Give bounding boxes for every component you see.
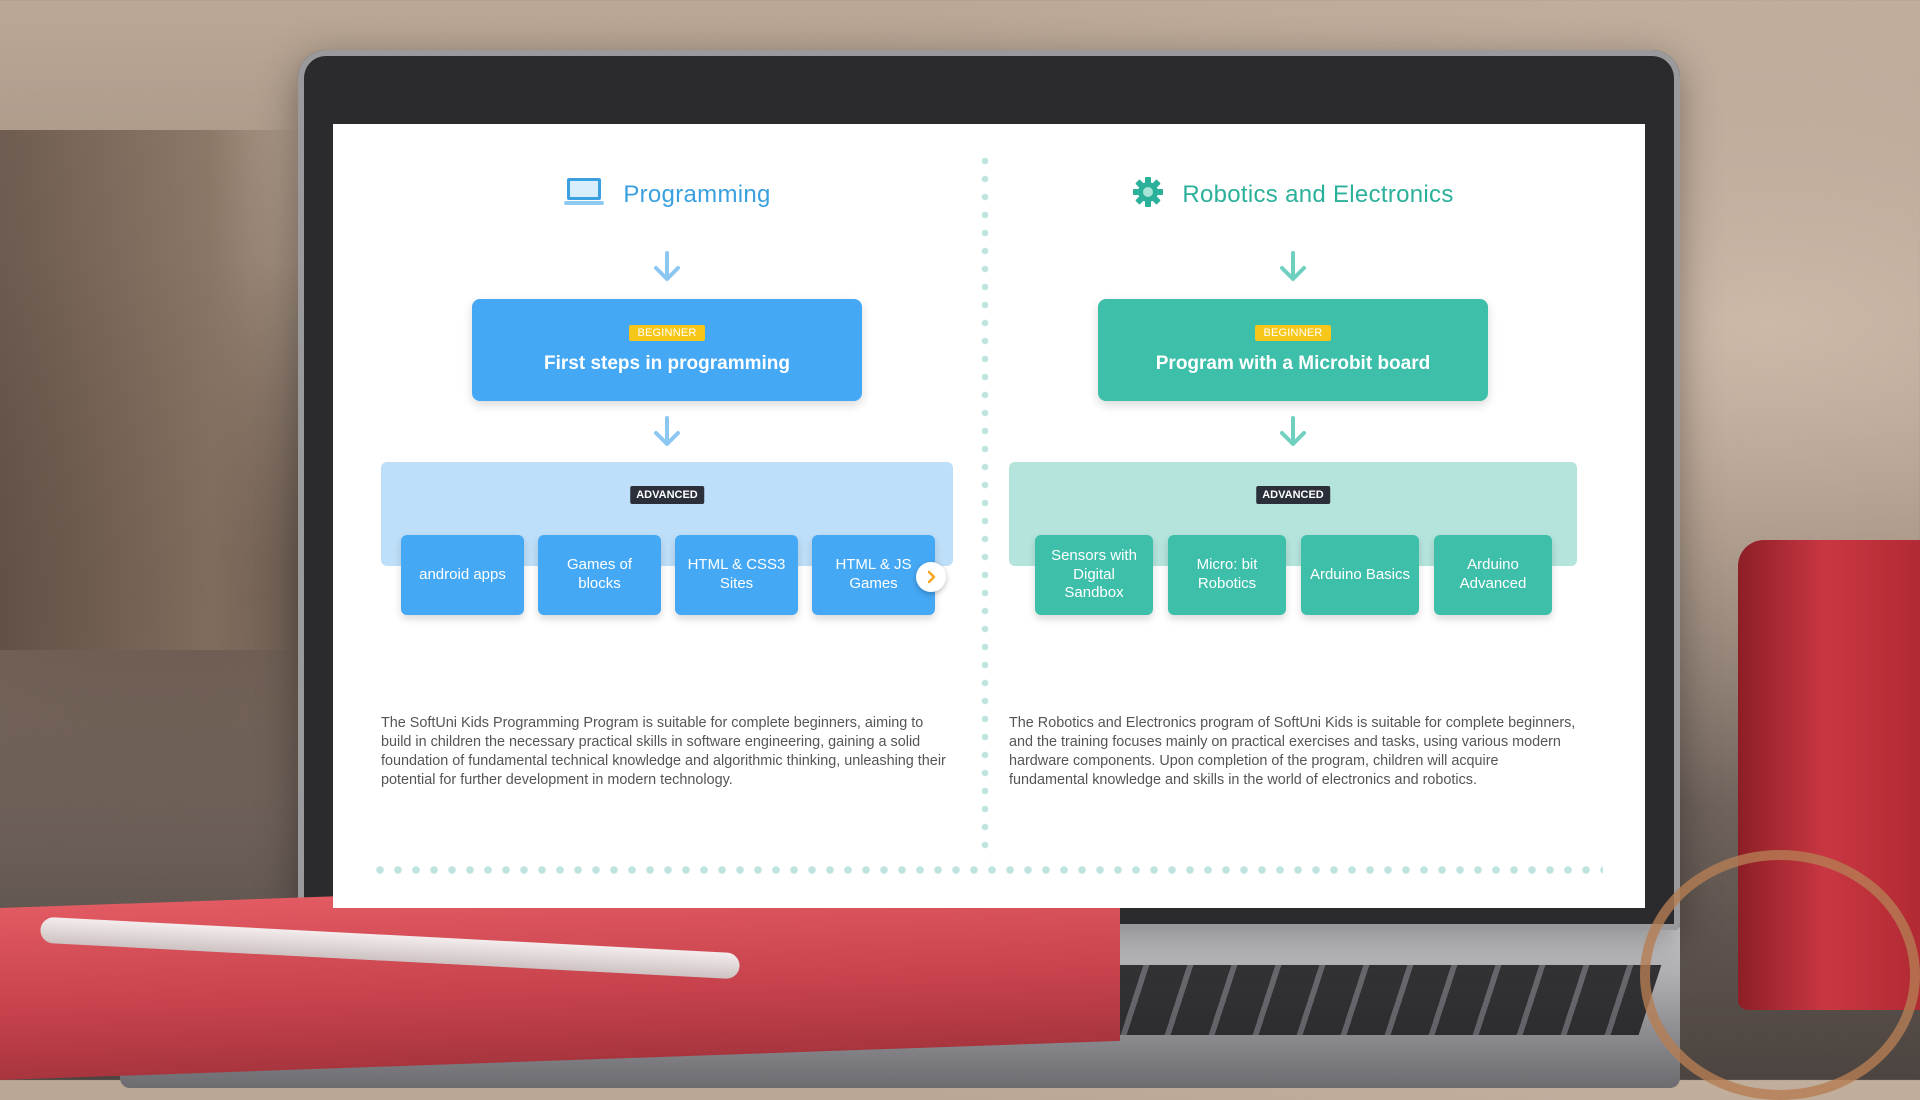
laptop-screen: Programming BEGINNER First steps in prog… [333,124,1645,908]
next-courses-button[interactable] [916,562,946,592]
arrow-down-icon [1280,416,1306,446]
course-card[interactable]: HTML & CSS3 Sites [675,535,798,615]
eyeglasses [1640,850,1920,1100]
arrow-down-icon [1280,251,1306,281]
advanced-course-list: android apps Games of blocks HTML & CSS3… [401,535,935,615]
robotics-heading: Robotics and Electronics [1009,176,1577,213]
beginner-course-title: Program with a Microbit board [1155,353,1431,374]
robotics-title: Robotics and Electronics [1182,180,1454,208]
course-card[interactable]: android apps [401,535,524,615]
vertical-divider [981,152,989,860]
background-shelf [0,130,300,650]
beginner-course-card[interactable]: BEGINNER First steps in programming [472,299,862,401]
chevron-right-icon [927,570,936,584]
programming-track: Programming BEGINNER First steps in prog… [381,124,953,908]
advanced-course-list: Sensors with Digital Sandbox Micro: bit … [1035,535,1552,615]
gear-icon [1132,176,1164,213]
laptop-keyboard [1038,965,1662,1035]
programming-heading: Programming [381,176,953,213]
arrow-down-icon [654,251,680,281]
arrow-down-icon [654,416,680,446]
programming-description: The SoftUni Kids Programming Program is … [381,715,946,789]
course-card[interactable]: Games of blocks [538,535,661,615]
programming-title: Programming [623,180,771,208]
horizontal-divider [371,866,1603,874]
advanced-badge: ADVANCED [630,486,704,504]
beginner-badge: BEGINNER [629,325,705,341]
course-card[interactable]: Micro: bit Robotics [1168,535,1286,615]
laptop-icon [563,176,605,213]
advanced-badge: ADVANCED [1256,486,1330,504]
beginner-course-title: First steps in programming [544,353,790,374]
course-card[interactable]: Arduino Basics [1301,535,1419,615]
beginner-course-card[interactable]: BEGINNER Program with a Microbit board [1098,299,1488,401]
robotics-track: Robotics and Electronics BEGINNER Progra… [1009,124,1577,908]
course-card[interactable]: HTML & JS Games [812,535,935,615]
course-card[interactable]: Arduino Advanced [1434,535,1552,615]
robotics-description: The Robotics and Electronics program of … [1009,715,1576,789]
course-card[interactable]: Sensors with Digital Sandbox [1035,535,1153,615]
beginner-badge: BEGINNER [1255,325,1331,341]
